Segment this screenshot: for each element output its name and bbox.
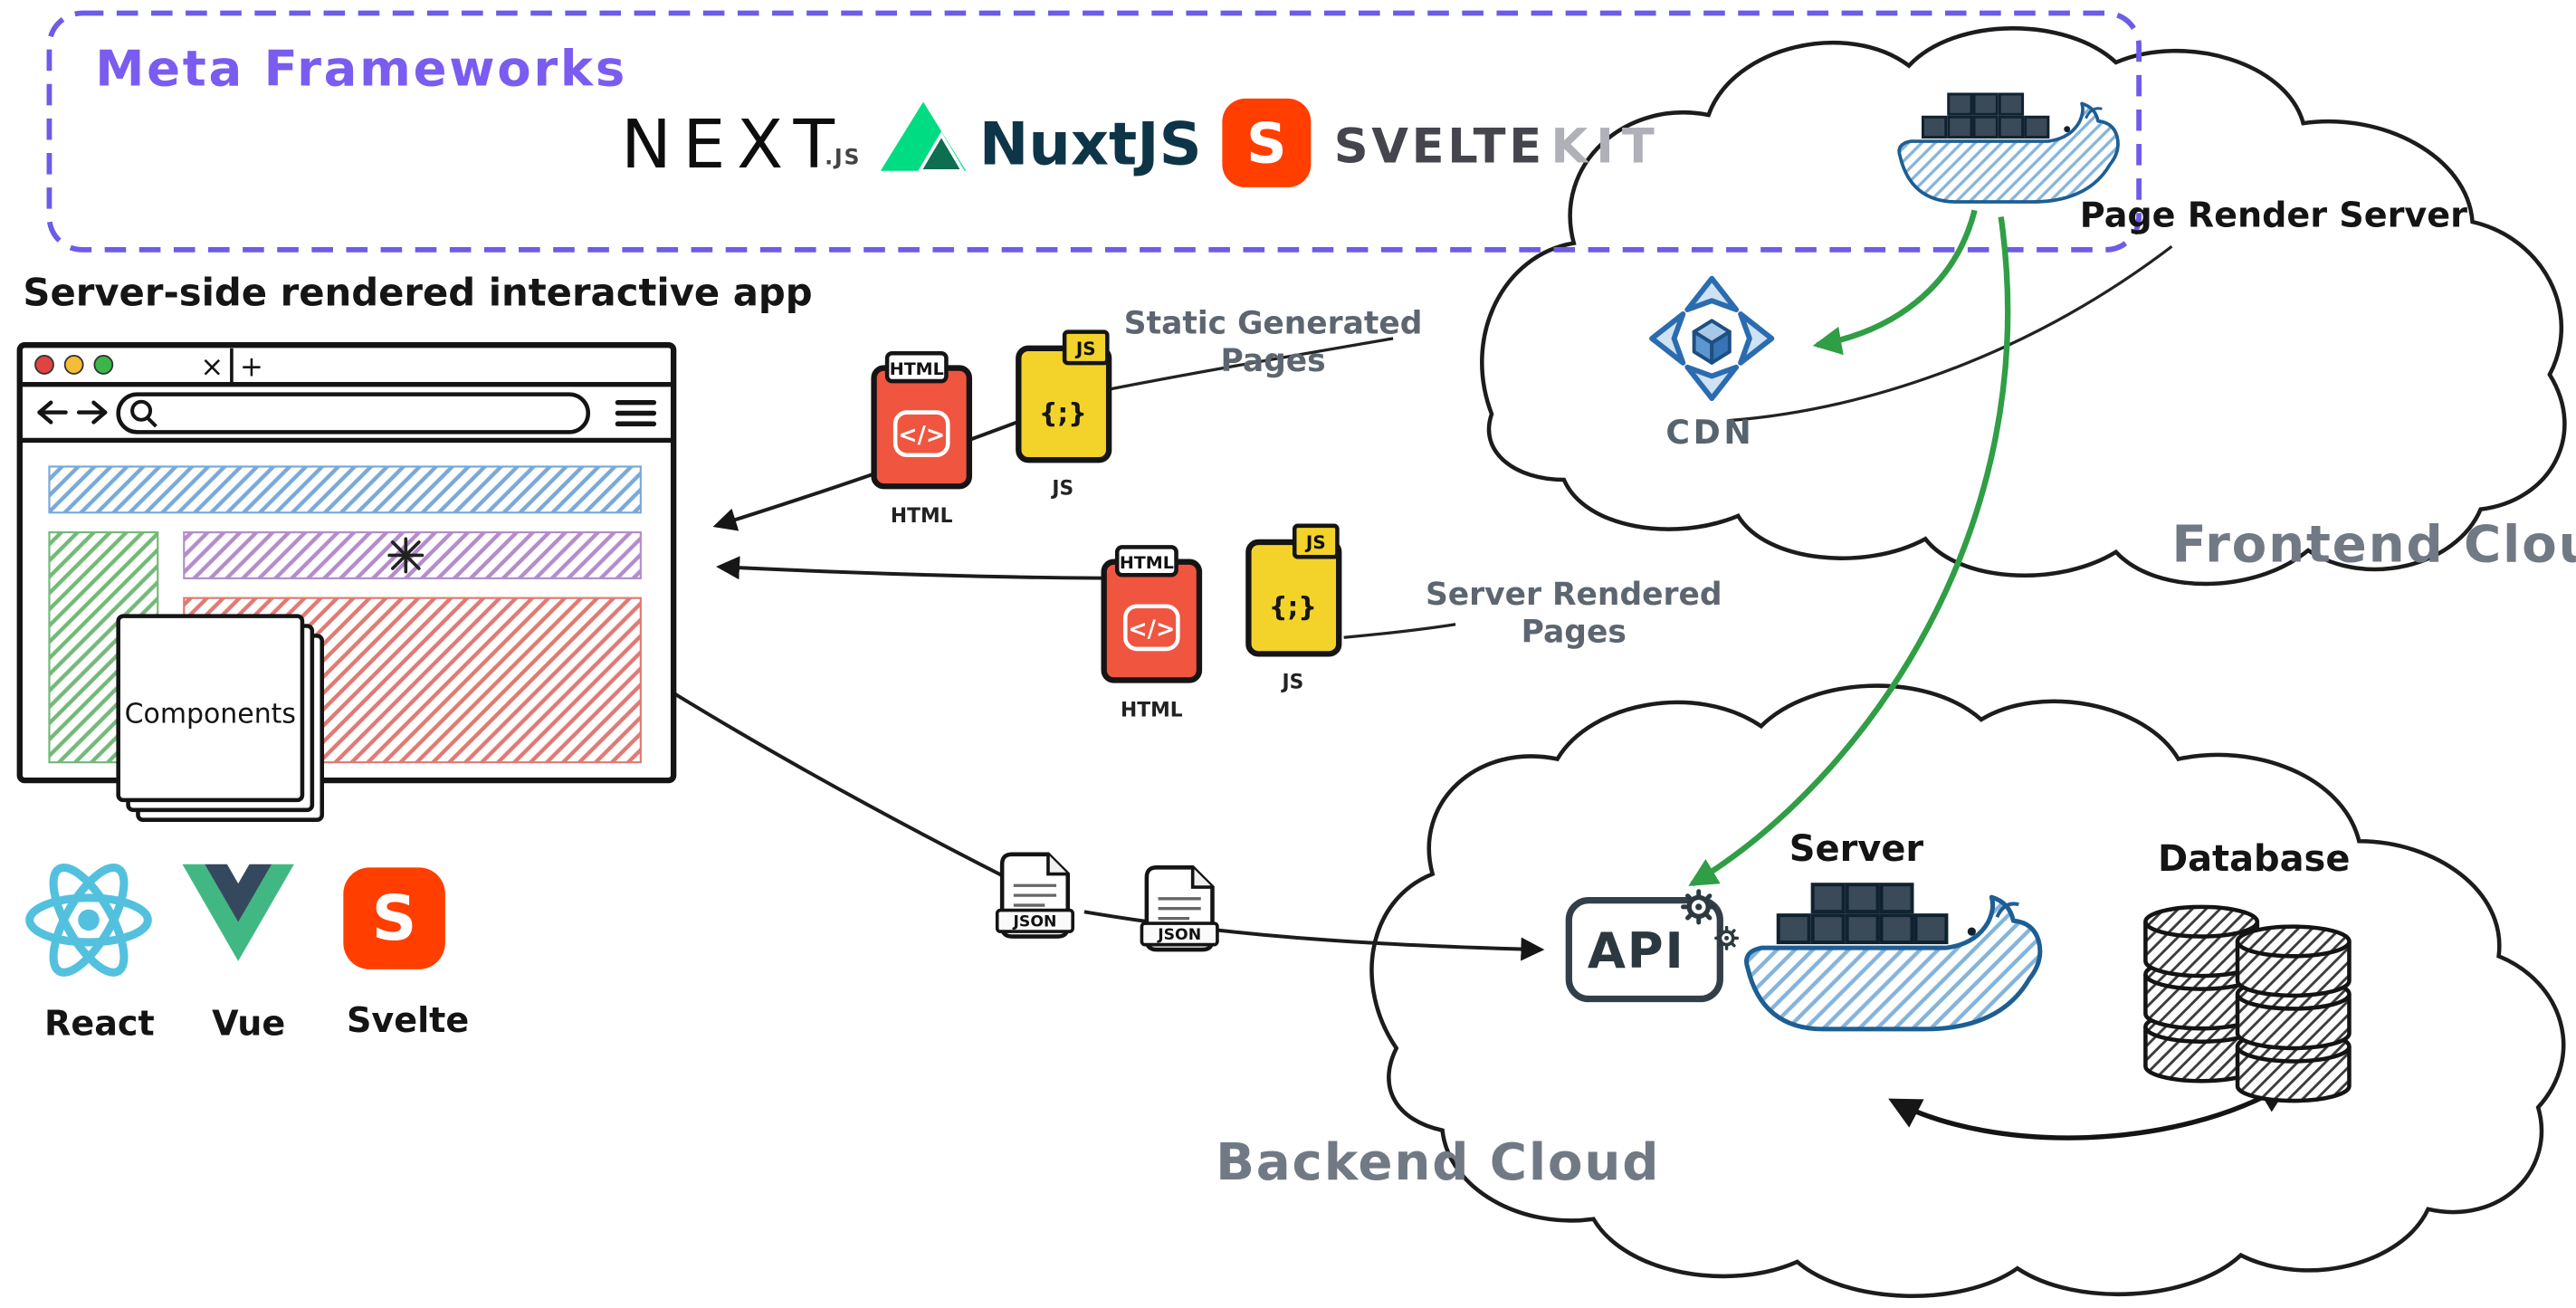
- sveltekit-s-glyph: S: [1246, 111, 1286, 177]
- svg-text:KIT: KIT: [1550, 119, 1662, 175]
- components-label: Components: [125, 699, 296, 730]
- backend-cloud-label: Backend Cloud: [1216, 1133, 1660, 1192]
- database-label: Database: [2158, 838, 2350, 880]
- arrow-render-server-to-cdn: [1812, 209, 1978, 356]
- svg-text:.JS: .JS: [825, 145, 861, 170]
- page-render-server-label: Page Render Server: [2080, 195, 2467, 234]
- api-label: API: [1588, 921, 1685, 979]
- frontend-cloud: [1480, 26, 2567, 587]
- content-header-block: [48, 465, 642, 514]
- vue-logo: [182, 864, 294, 961]
- server-rendered-pages-label: Server Rendered Pages: [1426, 577, 1722, 651]
- traffic-light-green: [93, 355, 114, 375]
- tab-close-icon: ×: [200, 351, 224, 384]
- content-toolbar-block: [183, 530, 642, 579]
- svg-text:NuxtJS: NuxtJS: [979, 110, 1202, 179]
- svg-text:Server Rendered: Server Rendered: [1426, 577, 1722, 613]
- leader-static-pages-to-files: [1100, 337, 1394, 393]
- nuxtjs-logo: NuxtJS: [880, 101, 1202, 179]
- sveltekit-logo: S SVELTE KIT: [1222, 98, 1662, 187]
- new-tab-icon: +: [240, 351, 263, 384]
- server-rendered-files: [1104, 526, 1340, 722]
- search-icon: [130, 399, 157, 428]
- svg-text:NEXT: NEXT: [621, 105, 846, 184]
- arrow-render-server-to-api: [1688, 216, 2011, 887]
- gear-icon: [1713, 925, 1740, 950]
- traffic-light-yellow: [63, 355, 84, 375]
- api-badge: API: [1565, 892, 1740, 1003]
- forward-icon: [76, 400, 108, 425]
- app-caption: Server-side rendered interactive app: [23, 271, 812, 315]
- database-icon: [2145, 907, 2349, 1101]
- nextjs-logo: NEXT .JS: [621, 105, 861, 184]
- svg-text:Pages: Pages: [1522, 615, 1627, 651]
- json-file-icon: [997, 854, 1073, 937]
- address-bar: [116, 392, 591, 434]
- svelte-logo: S: [343, 867, 445, 969]
- gear-icon: [1684, 892, 1714, 922]
- meta-frameworks-box: [46, 10, 2142, 253]
- svelte-label: Svelte: [347, 1000, 469, 1040]
- leader-render-server-to-cdn: [1728, 244, 2173, 423]
- traffic-light-red: [34, 355, 54, 375]
- react-label: React: [44, 1003, 155, 1043]
- server-label: Server: [1789, 828, 1924, 870]
- meta-frameworks-title: Meta Frameworks: [95, 39, 627, 97]
- react-logo: [25, 863, 152, 977]
- svg-text:Pages: Pages: [1221, 343, 1326, 379]
- frontend-cloud-label: Frontend Cloud: [2171, 516, 2575, 575]
- cdn-label: CDN: [1665, 413, 1754, 452]
- components-card-stack: Components: [116, 614, 325, 822]
- static-generated-pages-label: Static Generated Pages: [1124, 305, 1423, 379]
- svg-text:Static Generated: Static Generated: [1124, 305, 1423, 341]
- menu-icon: [615, 399, 657, 426]
- back-icon: [37, 400, 68, 425]
- leader-server-pages-to-files: [1343, 623, 1456, 639]
- arrow-static-files-to-browser: [712, 402, 1065, 531]
- json-file-icon: [1141, 867, 1216, 950]
- hydration-star-icon: [387, 537, 425, 574]
- svg-text:SVELTE: SVELTE: [1334, 119, 1545, 175]
- arrow-server-files-to-browser: [716, 556, 1150, 580]
- vue-label: Vue: [212, 1003, 285, 1043]
- svelte-s-glyph: S: [372, 883, 417, 955]
- arrow-server-db-sync: [1888, 1082, 2292, 1141]
